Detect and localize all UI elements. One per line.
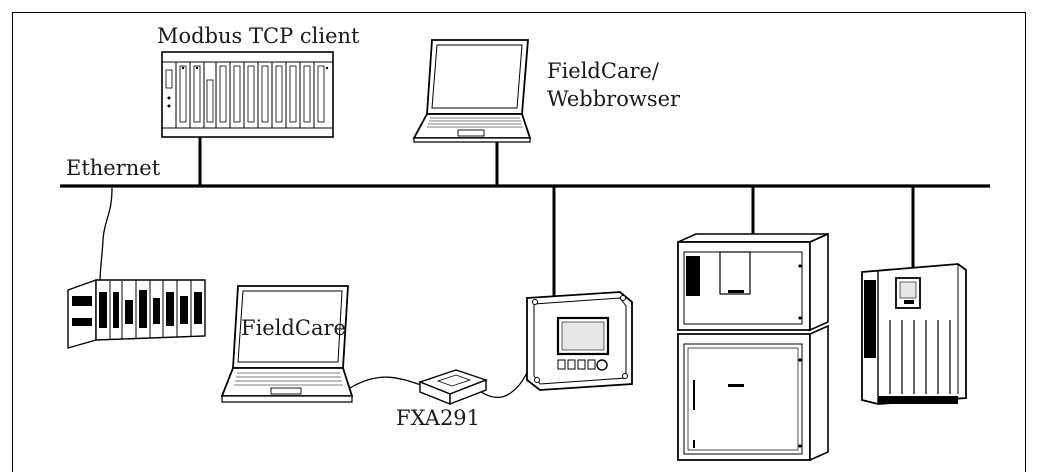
ethernet-label: Ethernet	[66, 156, 161, 180]
fxa291-label: FXA291	[396, 406, 480, 430]
modular-device-icon	[67, 279, 206, 349]
fxa291-interface-icon	[417, 369, 489, 406]
laptop-fieldcare-icon	[220, 285, 354, 403]
controller-icon	[526, 291, 633, 391]
transmitter-icon	[861, 263, 967, 405]
laptop-webbrowser-icon	[412, 39, 532, 143]
analyzer-cabinet-icon	[677, 232, 829, 462]
fieldcare-web-label-line2: Webbrowser	[547, 87, 681, 111]
fieldcare-cable	[349, 376, 425, 389]
fieldcare-label: FieldCare	[241, 316, 346, 340]
plc-rack-icon	[161, 51, 334, 138]
fieldcare-web-label-line1: FieldCare/	[547, 59, 660, 83]
modbus-client-label: Modbus TCP client	[157, 24, 360, 48]
modular-device-cable	[99, 187, 113, 283]
